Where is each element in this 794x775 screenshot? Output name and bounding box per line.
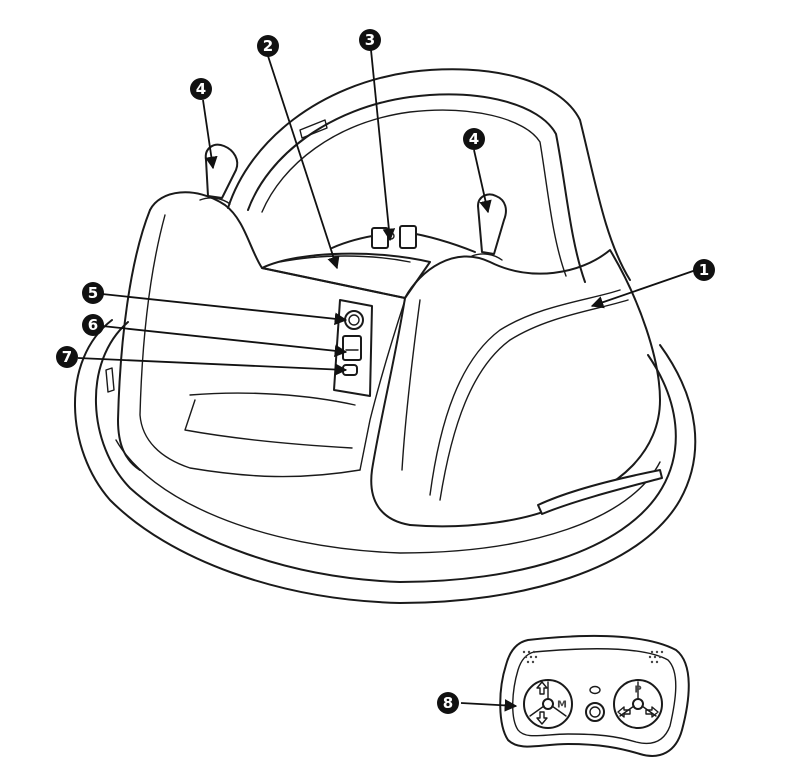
arrow-down-icon [536, 711, 548, 725]
leader-6 [101, 325, 348, 358]
callout-badge-7: 7 [56, 346, 78, 368]
callout-badge-4a: 4 [190, 78, 212, 100]
callout-badges: 1 2 3 4 4 5 6 7 8 [56, 29, 715, 714]
svg-text:7: 7 [62, 348, 72, 366]
control-panel [333, 299, 373, 397]
remote-direction-pad-left: M [523, 679, 573, 729]
svg-text:5: 5 [88, 284, 98, 302]
joystick-right [471, 193, 507, 261]
callout-badge-6: 6 [82, 314, 104, 336]
callout-badge-3: 3 [359, 29, 381, 51]
speaker-left [522, 650, 538, 664]
callout-badge-5: 5 [82, 282, 104, 304]
leader-lines [77, 49, 697, 712]
leader-1 [590, 269, 697, 309]
seat-cushion [261, 252, 431, 299]
leader-3 [370, 49, 396, 242]
arrow-right-icon [645, 706, 659, 718]
remote-direction-pad-right: P [613, 679, 663, 729]
leader-4a [202, 99, 218, 170]
remote-indicator-light [589, 685, 601, 695]
remote-center-button [585, 702, 605, 722]
remote-control: M P [499, 634, 690, 757]
svg-text:8: 8 [443, 694, 453, 712]
callout-badge-4b: 4 [463, 128, 485, 150]
arrow-up-icon [536, 681, 548, 695]
leader-4b [473, 149, 492, 214]
bumper-base [74, 319, 697, 604]
seat-back [227, 68, 631, 283]
arrow-left-icon [617, 706, 631, 718]
leader-5 [101, 293, 348, 326]
leader-8 [460, 699, 518, 712]
callout-badge-1: 1 [693, 259, 715, 281]
speaker-right [648, 650, 664, 664]
callout-badge-8: 8 [437, 692, 459, 714]
power-knob-5 [344, 310, 364, 330]
svg-text:6: 6 [88, 316, 98, 334]
seat-belt [331, 225, 476, 253]
svg-text:4: 4 [196, 80, 206, 98]
car-body [105, 191, 663, 528]
callout-badge-2: 2 [257, 35, 279, 57]
power-switch-6 [342, 335, 362, 361]
leader-2 [267, 55, 340, 270]
svg-text:1: 1 [699, 261, 709, 279]
svg-text:4: 4 [469, 130, 479, 148]
park-button-letter: P [634, 685, 641, 696]
svg-text:2: 2 [263, 37, 273, 55]
leader-7 [77, 357, 348, 376]
svg-text:3: 3 [365, 31, 375, 49]
mode-button-letter: M [557, 700, 567, 711]
